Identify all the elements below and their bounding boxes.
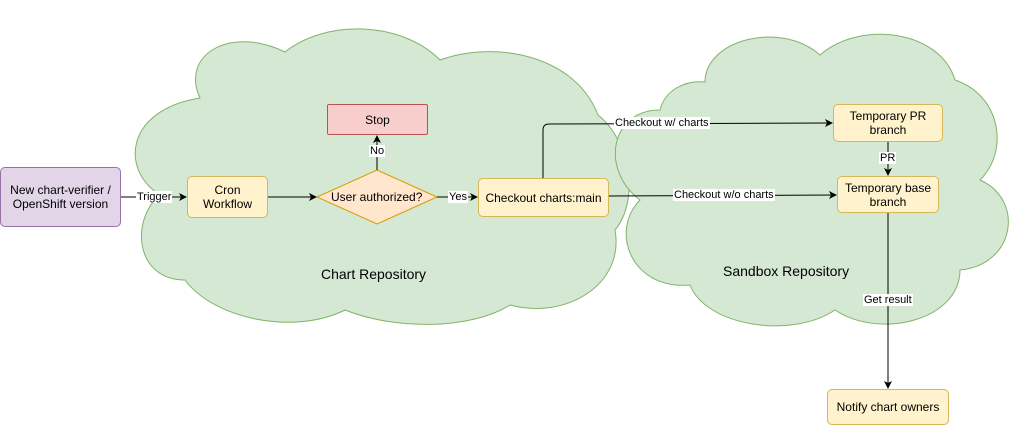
edge-label-pr: PR	[879, 152, 897, 164]
temporary-pr-branch-node[interactable]: Temporary PR branch	[833, 104, 943, 142]
edge-label-with-charts: Checkout w/ charts	[614, 117, 710, 129]
edge-label-yes: Yes	[448, 191, 468, 203]
edge-label-trigger: Trigger	[136, 191, 173, 203]
decision-label[interactable]: User authorized?	[331, 190, 423, 204]
cron-workflow-node[interactable]: Cron Workflow	[187, 176, 268, 218]
decision-diamond	[315, 169, 439, 225]
edge-label-without-charts: Checkout w/o charts	[673, 189, 775, 201]
edge-label-get-result: Get result	[863, 294, 913, 306]
chart-repository-label: Chart Repository	[321, 266, 427, 282]
checkout-main-node[interactable]: Checkout charts:main	[478, 178, 609, 217]
notify-chart-owners-node[interactable]: Notify chart owners	[827, 389, 949, 425]
source-node[interactable]: New chart-verifier / OpenShift version	[0, 167, 121, 227]
stop-node[interactable]: Stop	[327, 104, 428, 135]
temporary-base-branch-node[interactable]: Temporary base branch	[837, 176, 939, 213]
sandbox-repository-cloud	[614, 33, 1009, 327]
sandbox-repository-label: Sandbox Repository	[723, 263, 850, 279]
edge-with-charts	[542, 119, 833, 178]
edge-label-no: No	[369, 145, 386, 157]
